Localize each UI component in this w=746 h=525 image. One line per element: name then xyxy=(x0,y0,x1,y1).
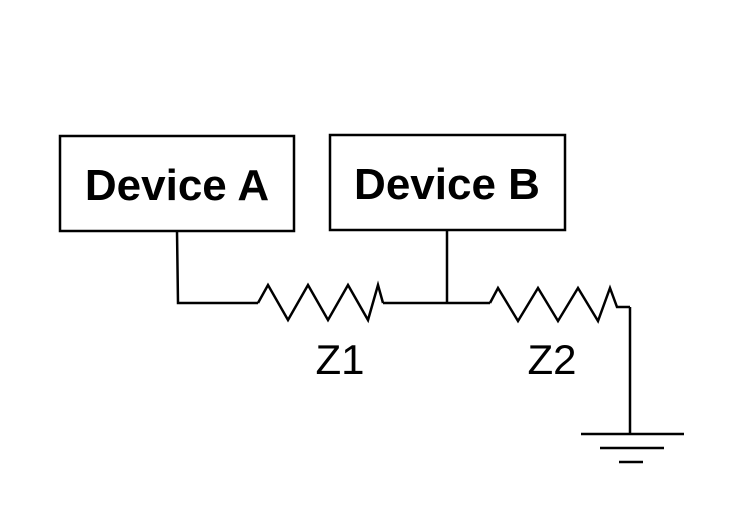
device-b-block: Device B xyxy=(328,133,567,232)
device-b-box xyxy=(328,133,567,232)
z2-label: Z2 xyxy=(527,336,576,383)
ground-symbol-icon xyxy=(581,432,684,464)
z2-impedance-icon xyxy=(488,284,630,324)
wire-device-a-to-z1 xyxy=(175,230,258,305)
device-b-label: Device B xyxy=(354,160,540,209)
z1-impedance-icon xyxy=(256,280,385,324)
device-a-box xyxy=(58,134,296,233)
device-a-block: Device A xyxy=(58,134,296,233)
z1-label: Z1 xyxy=(315,336,364,383)
device-a-label: Device A xyxy=(85,161,269,210)
